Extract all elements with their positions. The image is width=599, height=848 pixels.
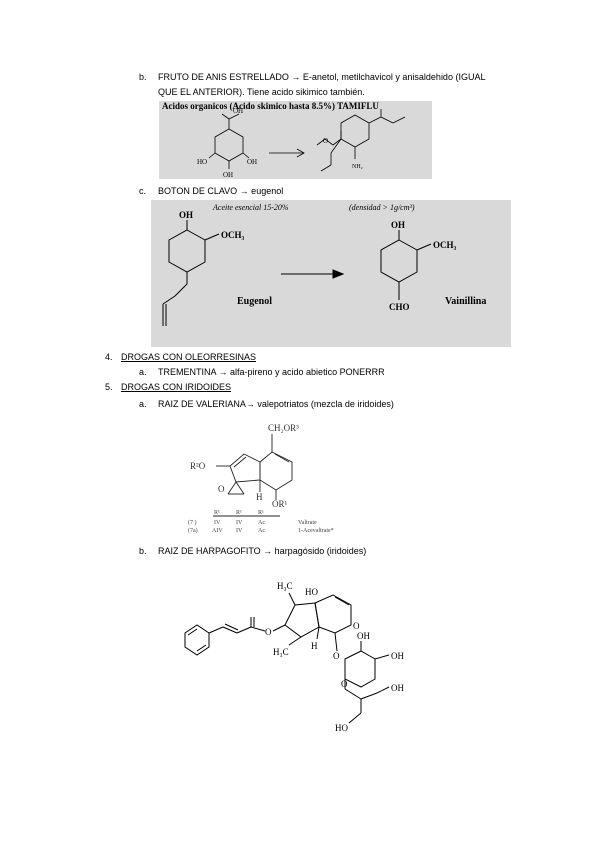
label-or1: OR¹: [272, 499, 288, 509]
label-o: O: [341, 679, 348, 689]
label-o: O: [333, 651, 340, 661]
eugenol-structure: OH OCH₃ OH OCH₃ CHO Eugenol Vainillina: [162, 210, 486, 326]
item-text-continued: QUE EL ANTERIOR). Tiene acido sikimico t…: [158, 87, 365, 97]
label-oh: OH: [223, 171, 233, 179]
section-heading: DROGAS CON IRIDOIDES: [121, 382, 232, 392]
list-marker: 4.: [105, 352, 113, 362]
label-oh: OH: [357, 631, 370, 641]
label-oh: OH: [247, 158, 257, 166]
item-text: RAIZ DE HARPAGOFITO → harpagósido (irido…: [158, 546, 367, 556]
list-marker: b.: [139, 72, 147, 82]
item-text: FRUTO DE ANIS ESTRELLADO → E-anetol, met…: [158, 72, 486, 82]
table-cell: IV: [236, 528, 243, 534]
table-cell: Ac: [258, 528, 265, 534]
label-h: H: [256, 492, 263, 502]
figure-harpagoside: O H₃C HO O H₃C H O OH OH O OH HO: [165, 575, 425, 740]
valtrate-structure: CH₂OR³ R²O H O OR¹ R¹ R¹ R¹ (7 ) IV IV A…: [188, 423, 334, 534]
table-cell: (7 ): [188, 519, 197, 526]
figure-shikimic-acid: Acidos organicos (Acido skimico hasta 8.…: [159, 101, 432, 179]
label-och3: OCH₃: [433, 240, 457, 250]
item-text: BOTON DE CLAVO → eugenol: [158, 186, 284, 196]
label-cho: CHO: [389, 302, 410, 312]
figure-header-right: (densidad > 1g/cm³): [349, 203, 415, 212]
name-vainillina: Vainillina: [445, 296, 486, 307]
label-ho: HO: [335, 723, 348, 733]
label-r2o: R²O: [190, 461, 206, 471]
label-ho: HO: [305, 587, 318, 597]
label-oh: OH: [391, 651, 404, 661]
table-cell: 1-Acevaltrate*: [298, 528, 334, 534]
section-heading: DROGAS CON OLEORRESINAS: [121, 352, 257, 362]
table-cell: AIV: [212, 528, 223, 534]
figure-header: Acidos organicos (Acido skimico hasta 8.…: [162, 101, 379, 111]
figure-header-left: Aceite esencial 15-20%: [213, 203, 289, 212]
list-marker: b.: [139, 546, 147, 556]
list-marker: 5.: [105, 382, 113, 392]
label-och3: OCH₃: [221, 230, 245, 240]
figure-eugenol: Aceite esencial 15-20% (densidad > 1g/cm…: [151, 200, 511, 347]
table-cell: IV: [236, 520, 243, 526]
shikimic-structure: OH HO OH OH O NH₂: [197, 107, 406, 179]
table-header-cell: R¹: [214, 510, 220, 516]
label-ho: HO: [197, 158, 207, 166]
label-oh: OH: [391, 683, 404, 693]
label-ch2or3: CH₂OR³: [268, 423, 299, 433]
item-text: RAIZ DE VALERIANA→ valepotriatos (mezcla…: [158, 399, 394, 409]
label-o: O: [353, 621, 360, 631]
label-h: H: [311, 641, 318, 651]
harpagoside-structure: O H₃C HO O H₃C H O OH OH O OH HO: [184, 581, 404, 733]
list-marker: a.: [139, 367, 147, 377]
figure-valtrate: CH₂OR³ R²O H O OR¹ R¹ R¹ R¹ (7 ) IV IV A…: [180, 418, 350, 540]
label-h3c: H₃C: [273, 647, 289, 657]
label-o: O: [218, 484, 225, 494]
table-cell: (7a): [188, 527, 198, 534]
label-oh: OH: [179, 210, 193, 220]
label-nh2: NH₂: [352, 164, 363, 170]
label-o: O: [265, 627, 272, 637]
label-o: O: [323, 137, 328, 145]
table-cell: Ac: [258, 520, 265, 526]
table-cell: IV: [214, 520, 221, 526]
table-cell: Valtrate: [298, 520, 317, 526]
item-text: TREMENTINA → alfa-pireno y acido abietic…: [158, 367, 385, 377]
name-eugenol: Eugenol: [237, 296, 272, 307]
label-oh: OH: [233, 107, 243, 115]
table-header-cell: R¹: [258, 510, 264, 516]
table-header-cell: R¹: [236, 510, 242, 516]
list-marker: c.: [139, 186, 147, 196]
label-h3c: H₃C: [277, 581, 293, 591]
label-oh: OH: [391, 220, 405, 230]
list-marker: a.: [139, 399, 147, 409]
